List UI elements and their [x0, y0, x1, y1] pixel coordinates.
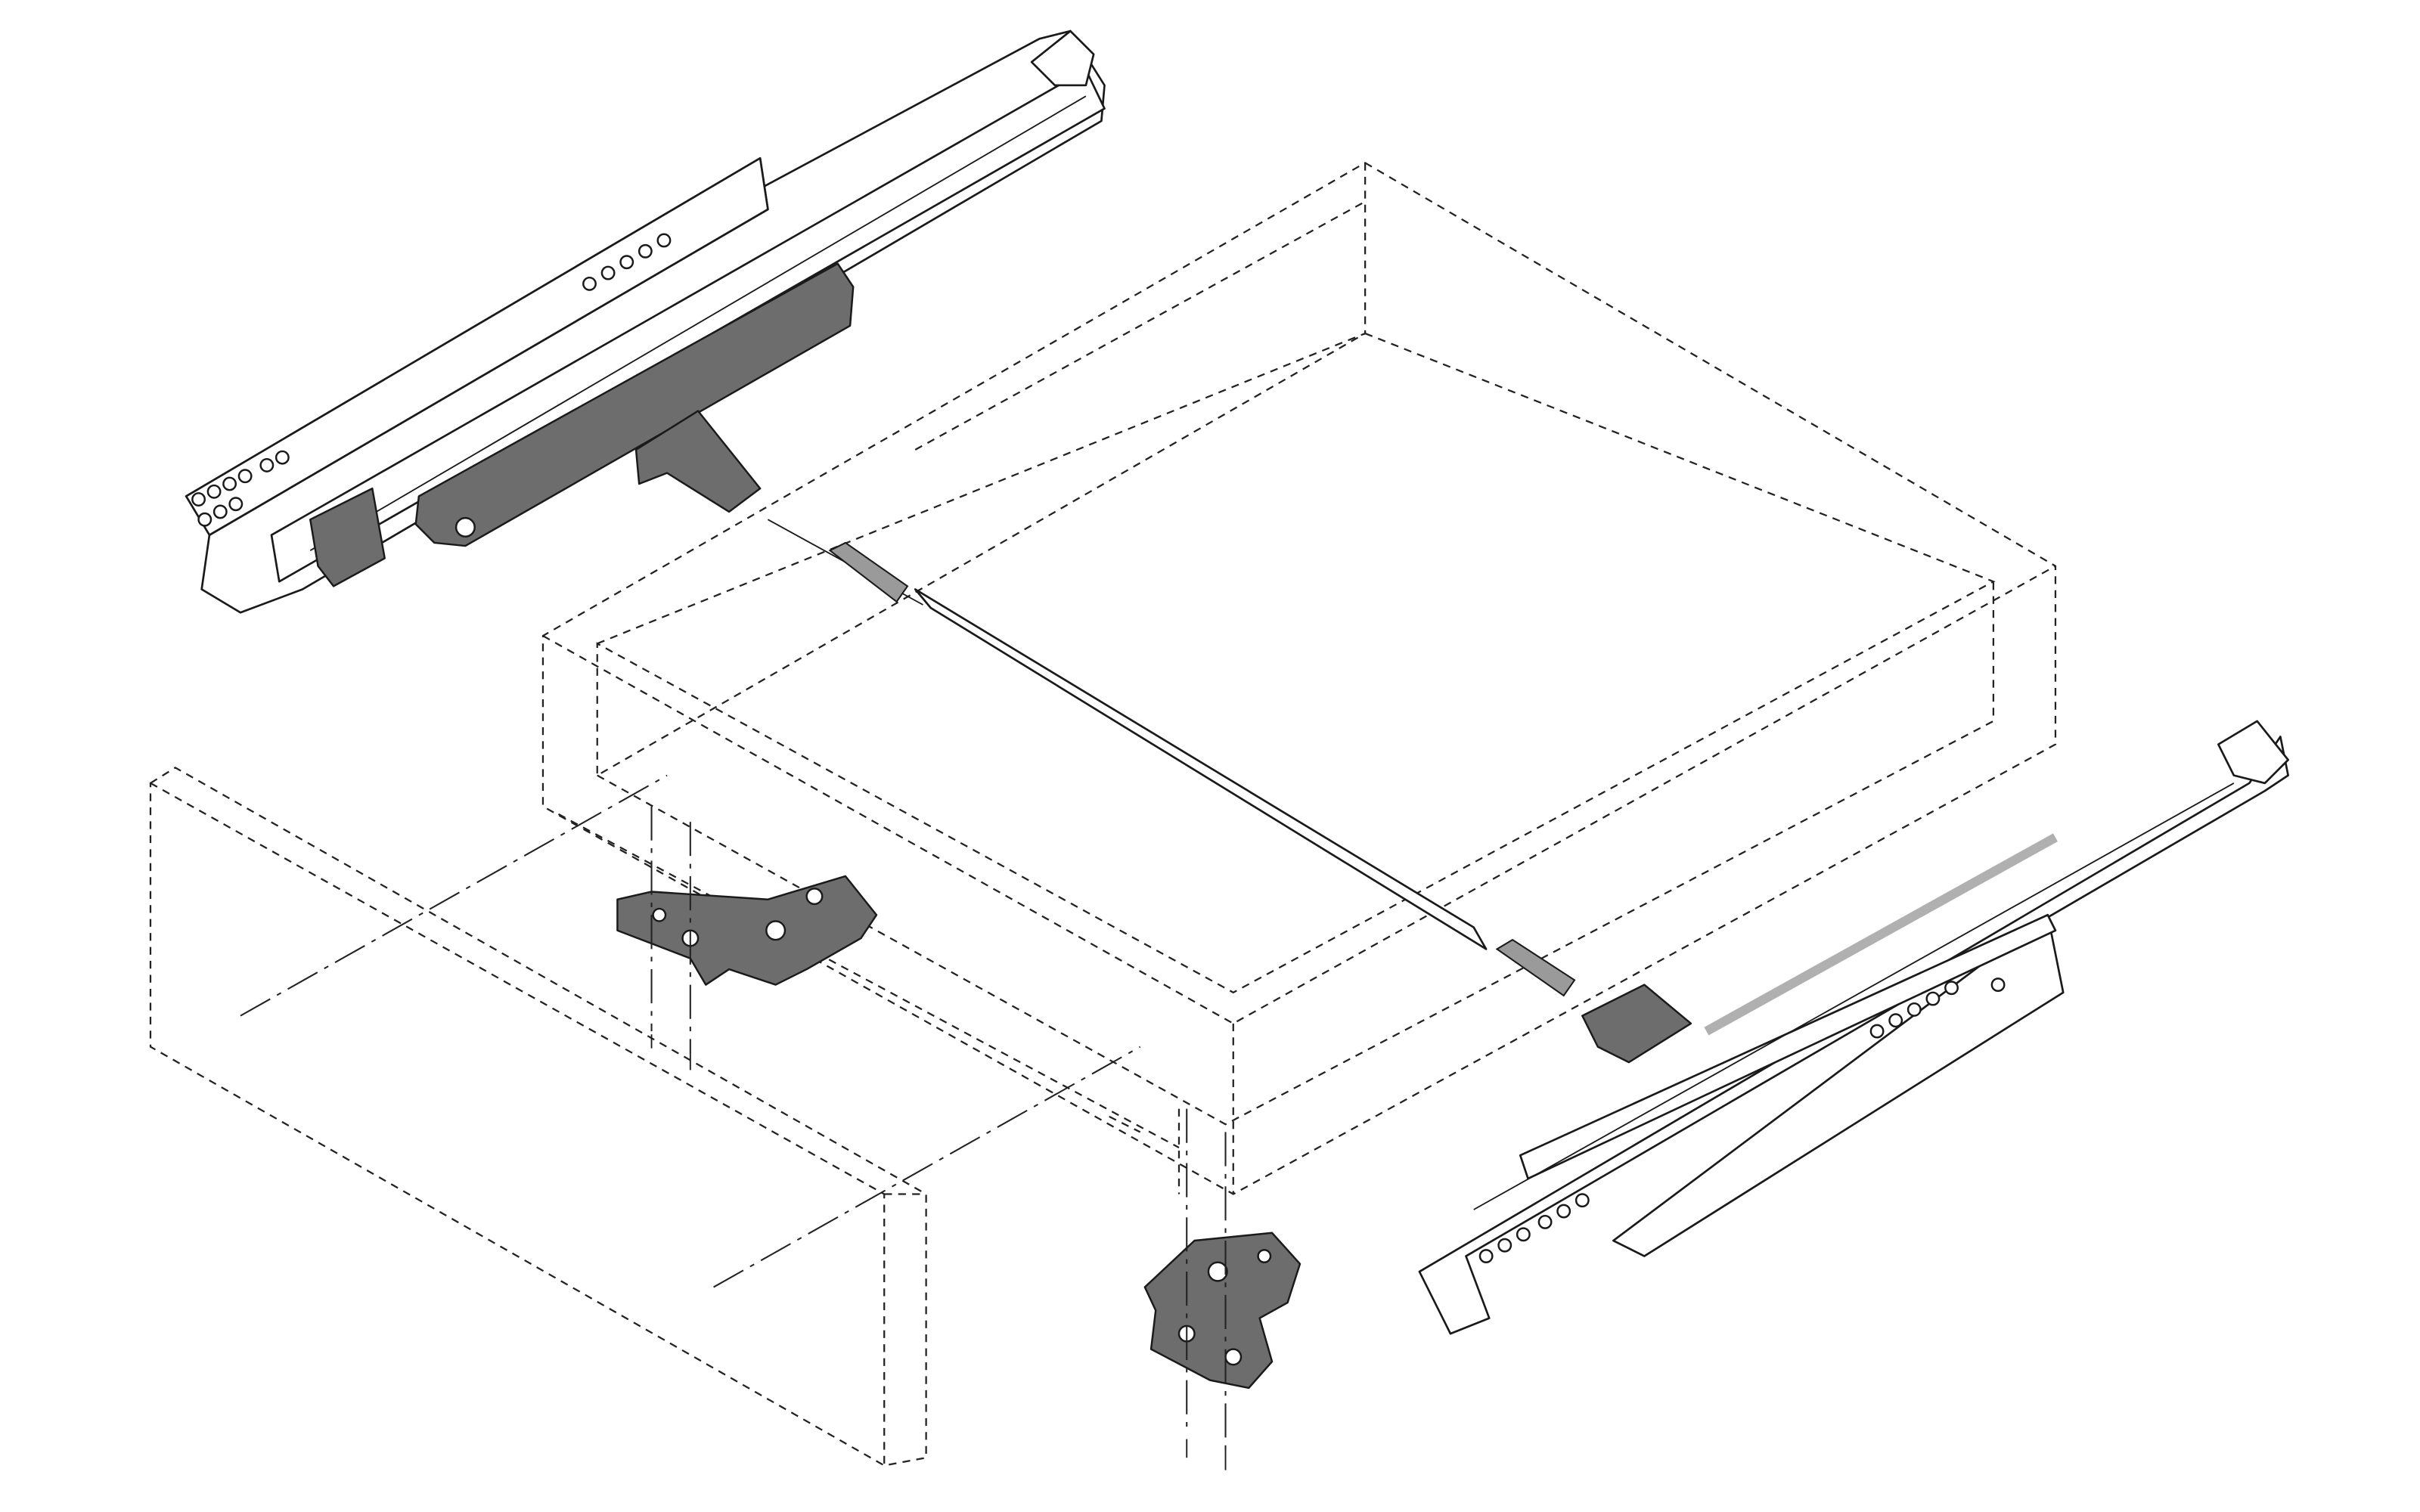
drawer-runner-right	[1418, 720, 2289, 1335]
front-locking-device-left	[309, 487, 386, 587]
locking-device-left	[616, 806, 878, 1070]
drawer-runner-left	[185, 29, 1106, 614]
cabinet-side-panel-outline	[149, 767, 1141, 1467]
runner-mounting-holes-right	[1478, 978, 2006, 1263]
rear-bracket-clip-left	[634, 410, 762, 513]
sync-rod	[767, 519, 1576, 997]
locking-device-right	[1143, 1108, 1302, 1470]
drawer-box-outline	[541, 162, 2057, 1195]
rear-bracket-clip-right	[1581, 984, 1692, 1064]
runner-mounting-holes	[191, 233, 672, 527]
rod-end-connector-right	[1495, 938, 1576, 997]
highlight-strip	[1704, 833, 2058, 1036]
rod-end-connector-left	[828, 541, 909, 603]
